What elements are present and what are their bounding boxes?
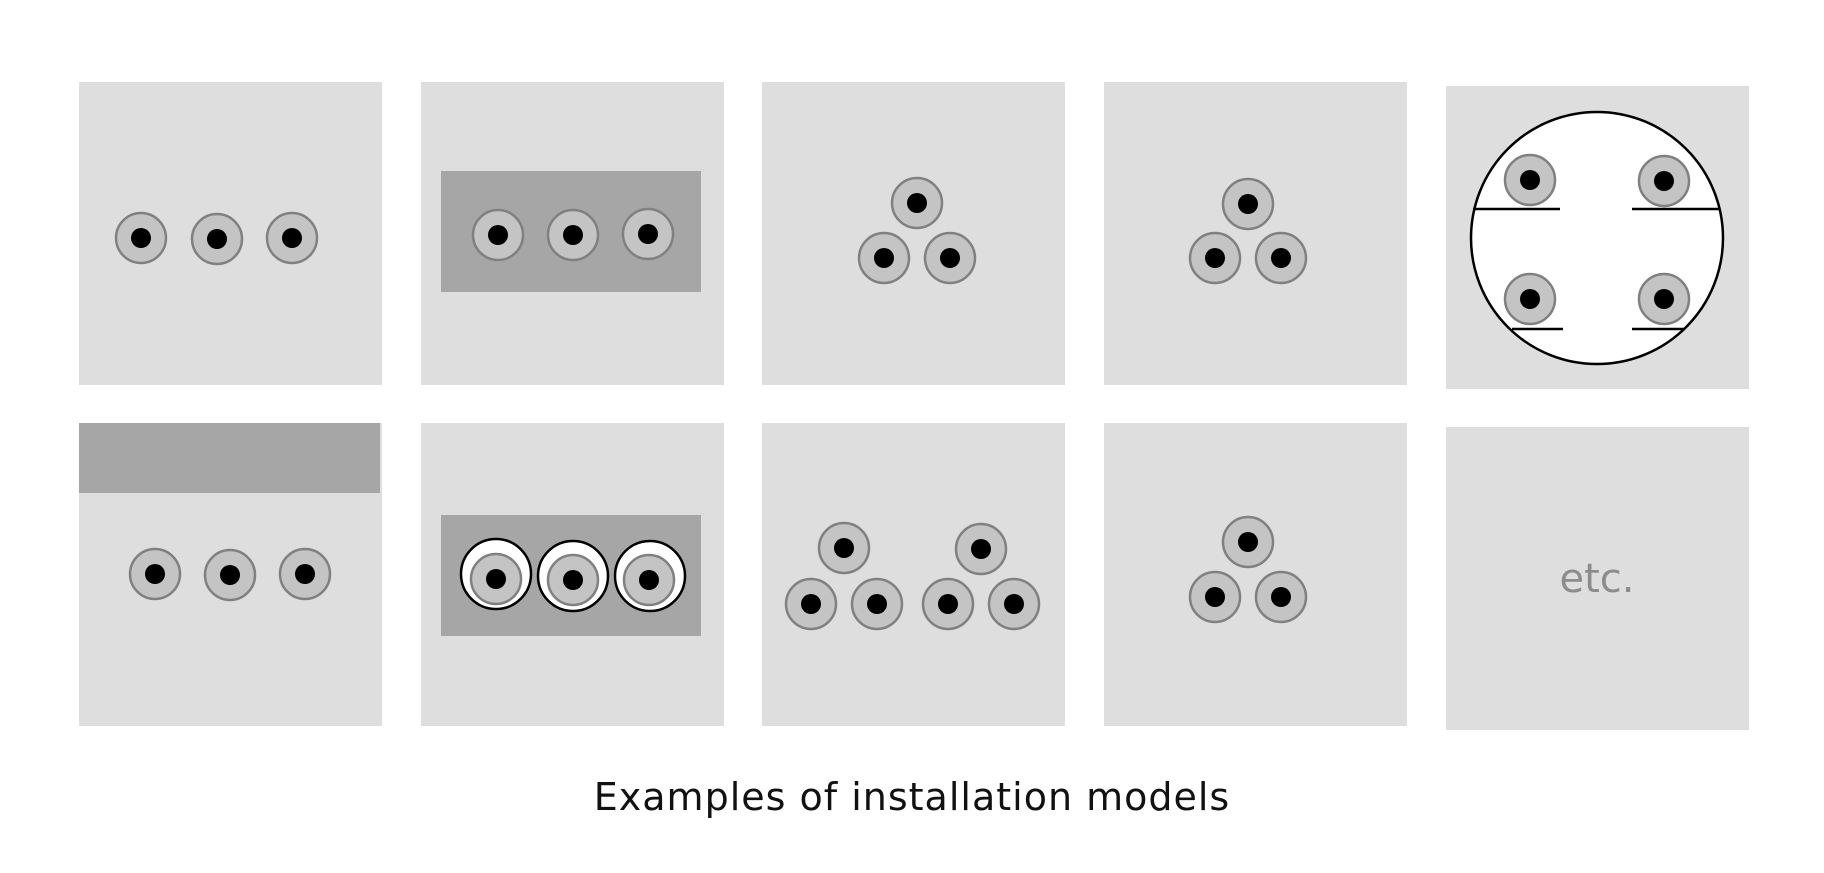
panel-flat-under-slab [79,423,382,726]
cable-conductor [1271,587,1291,607]
cable-conductor [1205,587,1225,607]
panel-background [762,82,1065,385]
cable-conductor [295,564,315,584]
cable [114,211,168,265]
cable [1221,177,1275,231]
cable-conductor [563,225,583,245]
cable-conductor [488,225,508,245]
cable-conductor [1238,532,1258,552]
figure-caption: Examples of installation models [593,775,1231,819]
cable-conductor [563,570,583,590]
cable-conductor [220,565,240,585]
cable-conductor [1271,248,1291,268]
panel-background [762,423,1065,726]
panel-etc: etc. [1446,427,1749,730]
cable-conductor [1205,248,1225,268]
cable [203,548,257,602]
cable-conductor [834,538,854,558]
cable [1637,272,1691,326]
cable [278,547,332,601]
cable [190,212,244,266]
cable [1254,231,1308,285]
etc-label: etc. [1560,556,1635,602]
cable-conductor [639,570,659,590]
cable [890,176,944,230]
cable [621,207,675,261]
circular-enclosure [1469,110,1725,366]
cable-conductor [867,594,887,614]
cable-conductor [1654,171,1674,191]
panel-double-trefoil [762,423,1065,726]
cable-conductor [1520,170,1540,190]
panel-trefoil-2 [1104,82,1407,385]
cable [921,577,975,631]
panel-trefoil [762,82,1065,385]
cable [923,231,977,285]
cable [1221,515,1275,569]
cable-conductor [1238,194,1258,214]
cable-conductor [874,248,894,268]
cable-conductor [907,193,927,213]
cable [1637,154,1691,208]
cable [1503,272,1557,326]
cable-conductor [638,224,658,244]
cable-conductor [971,539,991,559]
panel-trefoil-3 [1104,423,1407,726]
cable [1188,231,1242,285]
cable-conductor [1654,289,1674,309]
cable [817,521,871,575]
panel-background [1104,423,1407,726]
panel-flat-three-cables [79,82,382,385]
cable [128,547,182,601]
cable [1254,570,1308,624]
cable-conductor [1520,289,1540,309]
cable [1503,153,1557,207]
panel-background [1104,82,1407,385]
panel-background [1446,427,1749,730]
panel-flat-in-conduits-duct [421,423,724,726]
cable [1188,570,1242,624]
cable-conductor [486,569,506,589]
cable-conductor [131,228,151,248]
cable [850,577,904,631]
cable [857,231,911,285]
cable [469,552,523,606]
cable [784,577,838,631]
slab [79,423,380,493]
cable-conductor [938,594,958,614]
cable [265,211,319,265]
cable [546,208,600,262]
cable [987,577,1041,631]
cable-conductor [940,248,960,268]
panel-flat-in-duct [421,82,724,385]
cable-conductor [207,229,227,249]
cable-conductor [801,594,821,614]
panel-circular-tray [1446,86,1749,389]
cable [622,553,676,607]
cable-conductor [282,228,302,248]
cable [954,522,1008,576]
cable [546,553,600,607]
cable-conductor [1004,594,1024,614]
cable-conductor [145,564,165,584]
cable [471,208,525,262]
